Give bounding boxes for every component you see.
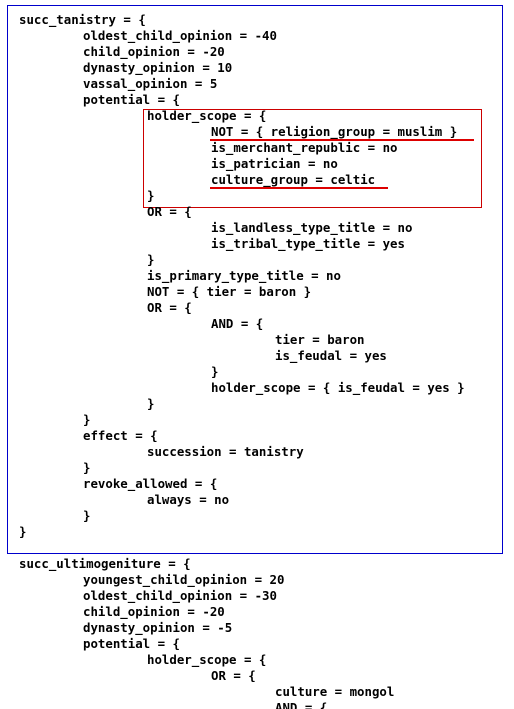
code-line: holder_scope = { (147, 108, 267, 123)
code-line: culture = mongol (275, 684, 395, 699)
code-line: dynasty_opinion = -5 (83, 620, 233, 635)
code-line: child_opinion = -20 (83, 604, 225, 619)
code-line: AND = { (275, 700, 328, 709)
code-line: potential = { (83, 92, 180, 107)
code-line: potential = { (83, 636, 180, 651)
code-line: is_landless_type_title = no (211, 220, 413, 235)
code-line: is_feudal = yes (275, 348, 387, 363)
succ-tanistry-block-frame (7, 5, 503, 554)
code-line: holder_scope = { (147, 652, 267, 667)
code-line: OR = { (211, 668, 256, 683)
code-line: culture_group = celtic (211, 172, 376, 187)
code-line: is_patrician = no (211, 156, 338, 171)
code-line: } (147, 396, 155, 411)
code-line: holder_scope = { is_feudal = yes } (211, 380, 465, 395)
code-line: } (147, 188, 155, 203)
code-line: is_merchant_republic = no (211, 140, 398, 155)
code-line: } (19, 524, 27, 539)
code-line: always = no (147, 492, 230, 507)
code-line: OR = { (147, 204, 192, 219)
code-line: succ_tanistry = { (19, 12, 146, 27)
code-line: oldest_child_opinion = -40 (83, 28, 277, 43)
code-line: is_tribal_type_title = yes (211, 236, 405, 251)
code-line: NOT = { religion_group = muslim } (211, 124, 458, 139)
code-line: } (211, 364, 219, 379)
code-line: child_opinion = -20 (83, 44, 225, 59)
code-line: } (147, 252, 155, 267)
code-line: succession = tanistry (147, 444, 304, 459)
code-line: NOT = { tier = baron } (147, 284, 312, 299)
code-line: effect = { (83, 428, 158, 443)
code-line: dynasty_opinion = 10 (83, 60, 233, 75)
code-line: OR = { (147, 300, 192, 315)
code-line: youngest_child_opinion = 20 (83, 572, 285, 587)
code-line: tier = baron (275, 332, 365, 347)
code-line: vassal_opinion = 5 (83, 76, 218, 91)
code-line: AND = { (211, 316, 264, 331)
code-line: oldest_child_opinion = -30 (83, 588, 277, 603)
code-line: is_primary_type_title = no (147, 268, 341, 283)
holder-scope-highlight-frame (143, 109, 482, 208)
code-line: succ_ultimogeniture = { (19, 556, 191, 571)
code-line: } (83, 508, 91, 523)
code-line: revoke_allowed = { (83, 476, 218, 491)
code-line: } (83, 412, 91, 427)
code-line: } (83, 460, 91, 475)
culture-group-underline (210, 187, 388, 189)
religion-group-underline (210, 139, 474, 141)
